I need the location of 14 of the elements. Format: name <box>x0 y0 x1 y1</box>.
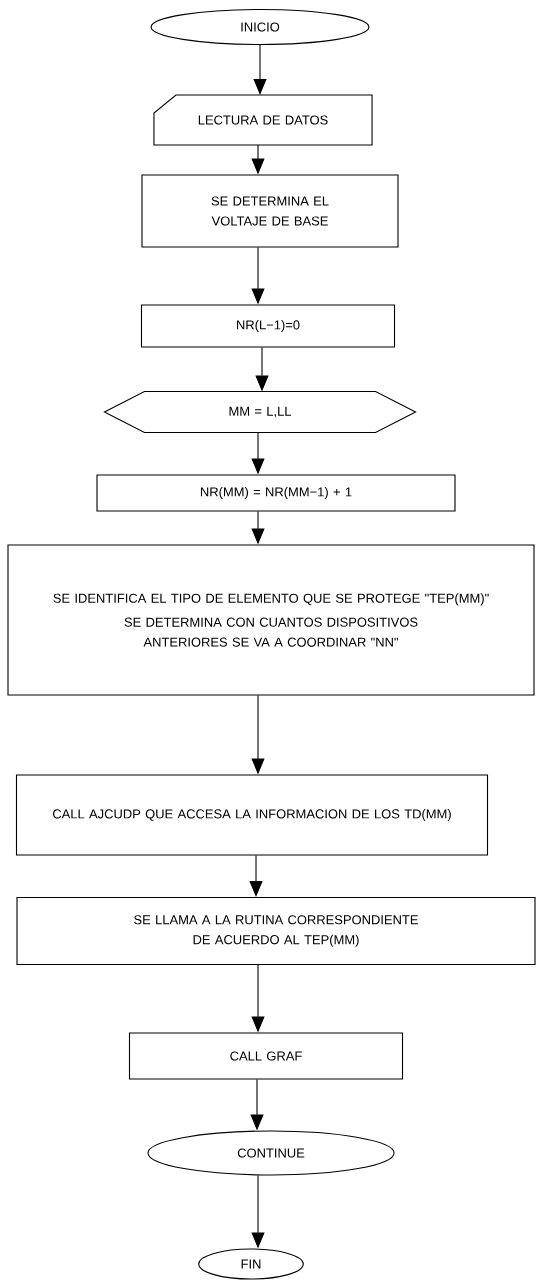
arrow <box>253 44 267 95</box>
process-box: SE IDENTIFICA EL TIPO DE ELEMENTO QUE SE PROTEGE "TEP(MM)" SE DETERMINA CON CUANTOS DISPOSITIVOS ANTERIORES SE VA A COORDINAR "NN" <box>7 544 535 696</box>
terminal-oval: INICIO <box>150 8 370 46</box>
process-box: NR(MM) = NR(MM−1) + 1 <box>96 474 456 512</box>
input-card: LECTURA DE DATOS <box>153 94 373 146</box>
terminal-oval: CONTINUE <box>147 1130 395 1176</box>
process-box: SE LLAMA A LA RUTINA CORRESPONDIENTE DE ACUERDO AL TEP(MM) <box>16 896 536 966</box>
arrow <box>249 855 263 897</box>
loop-hexagon: MM = L,LL <box>103 390 417 434</box>
terminal-oval: FIN <box>198 1248 304 1280</box>
process-box: CALL AJCUDP QUE ACCESA LA INFORMACION DE LOS TD(MM) <box>15 774 489 856</box>
process-box: SE DETERMINA EL VOLTAJE DE BASE <box>141 174 399 248</box>
process-box: CALL GRAF <box>128 1032 404 1080</box>
process-box: NR(L−1)=0 <box>140 304 396 348</box>
